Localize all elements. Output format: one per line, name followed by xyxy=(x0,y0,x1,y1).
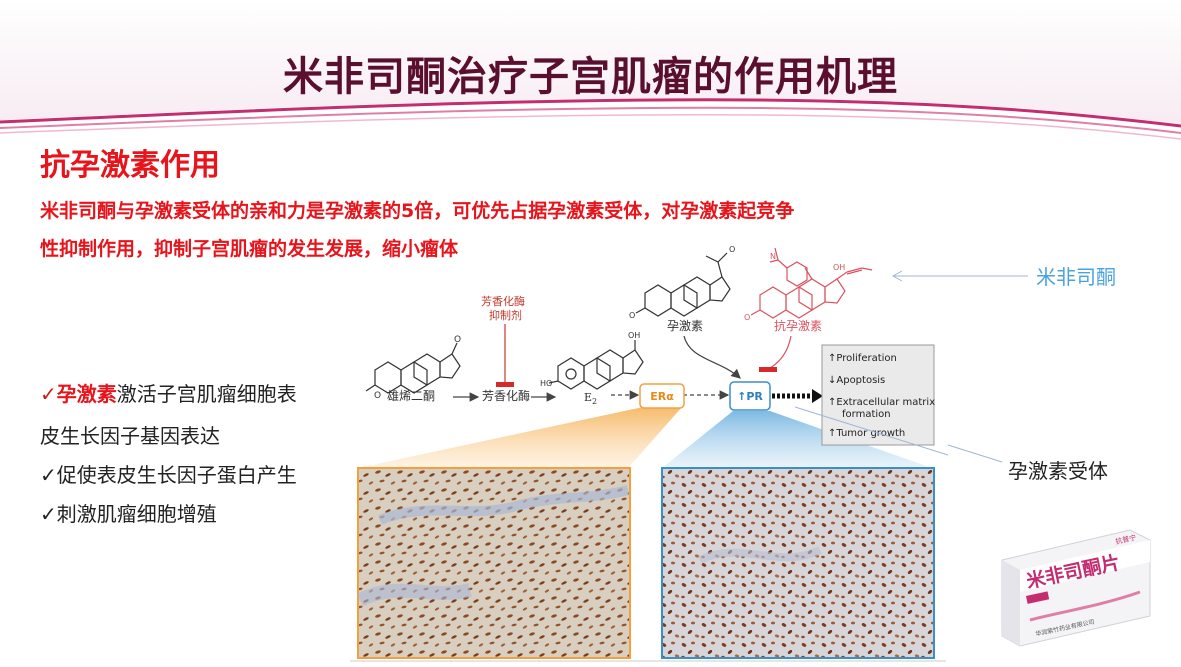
effect-proliferation: ↑Proliferation xyxy=(828,353,897,364)
svg-text:O: O xyxy=(729,245,735,254)
svg-text:O: O xyxy=(744,313,750,322)
effect-ecm: ↑Extracellular matrix xyxy=(828,397,935,408)
svg-text:O: O xyxy=(374,391,381,401)
effects-box xyxy=(821,344,935,446)
er-fan xyxy=(358,407,682,468)
mechanism-diagram: O O 雄烯二酮 芳香化酶 芳香化酶 抑制剂 HO OH E2 O O 孕激素 xyxy=(350,245,949,662)
antiprogestin-label: 抗孕激素 xyxy=(774,318,822,333)
section-subtitle: 抗孕激素作用 xyxy=(40,148,220,183)
androstenedione-label: 雄烯二酮 xyxy=(387,388,435,403)
bullet-3-text: 刺激肌瘤细胞增殖 xyxy=(56,502,217,526)
bullet-1-highlight: 孕激素 xyxy=(56,382,117,406)
svg-text:O: O xyxy=(454,335,461,345)
svg-text:OH: OH xyxy=(833,263,845,272)
inhibition-bar-icon xyxy=(496,382,514,387)
pr-fan xyxy=(662,411,932,468)
check-icon: ✓ xyxy=(40,502,57,526)
svg-text:OH: OH xyxy=(628,331,640,340)
bullet-1-text: 激活子宫肌瘤细胞表 xyxy=(116,382,297,406)
svg-text:N: N xyxy=(770,252,776,261)
effect-apoptosis: ↓Apoptosis xyxy=(828,375,885,386)
description-line-1: 米非司酮与孕激素受体的亲和力是孕激素的5倍，可优先占据孕激素受体，对孕激素起竞争 xyxy=(40,200,795,222)
mifepristone-callout: 米非司酮 xyxy=(1036,265,1116,289)
er-alpha-label: ERα xyxy=(650,390,674,403)
er-alpha-box xyxy=(639,383,685,409)
product-brand: 抗普宁 xyxy=(1115,533,1137,546)
svg-text:E2: E2 xyxy=(584,391,597,406)
pr-histology-image xyxy=(661,467,935,659)
page-title: 米非司酮治疗子宫肌瘤的作用机理 xyxy=(283,54,898,100)
callout-arrows xyxy=(891,270,1028,463)
antiprogestin-structure xyxy=(750,247,873,319)
header-band xyxy=(0,0,1181,140)
bullet-2-text: 促使表皮生长因子蛋白产生 xyxy=(56,463,297,487)
effect-ecm-formation: formation xyxy=(842,409,891,420)
check-icon: ✓ xyxy=(40,463,57,487)
product-box-image: 米非司酮片 抗普宁 华润紫竹药业有限公司 xyxy=(1001,529,1151,647)
bullet-3: ✓刺激肌瘤细胞增殖 xyxy=(40,498,217,527)
inhibitor-label-2: 抑制剂 xyxy=(489,308,522,322)
bullet-1-continued: 皮生长因子基因表达 xyxy=(40,424,220,448)
estradiol-label: E xyxy=(584,391,592,404)
progesterone-structure xyxy=(635,252,731,317)
progesterone-label: 孕激素 xyxy=(667,319,703,333)
estradiol-structure xyxy=(548,340,644,390)
check-icon: ✓ xyxy=(40,382,57,406)
pr-label: ↑PR xyxy=(737,390,763,403)
antagonism-bar-icon xyxy=(759,367,777,372)
bullet-1: ✓孕激素激活子宫肌瘤细胞表 xyxy=(40,378,297,407)
description-line-2: 性抑制作用，抑制子宫肌瘤的发生发展，缩小瘤体 xyxy=(40,238,459,260)
inhibitor-label-1: 芳香化酶 xyxy=(481,294,525,308)
pr-box xyxy=(729,381,771,411)
effect-tumor-growth: ↑Tumor growth xyxy=(828,428,905,439)
androstenedione-structure xyxy=(365,342,461,394)
bullet-2: ✓促使表皮生长因子蛋白产生 xyxy=(40,459,297,488)
svg-text:HO: HO xyxy=(540,379,552,388)
aromatase-label: 芳香化酶 xyxy=(482,388,530,403)
estradiol-subscript: 2 xyxy=(592,397,597,406)
svg-text:O: O xyxy=(629,311,635,320)
pr-receptor-callout: 孕激素受体 xyxy=(1008,459,1108,483)
